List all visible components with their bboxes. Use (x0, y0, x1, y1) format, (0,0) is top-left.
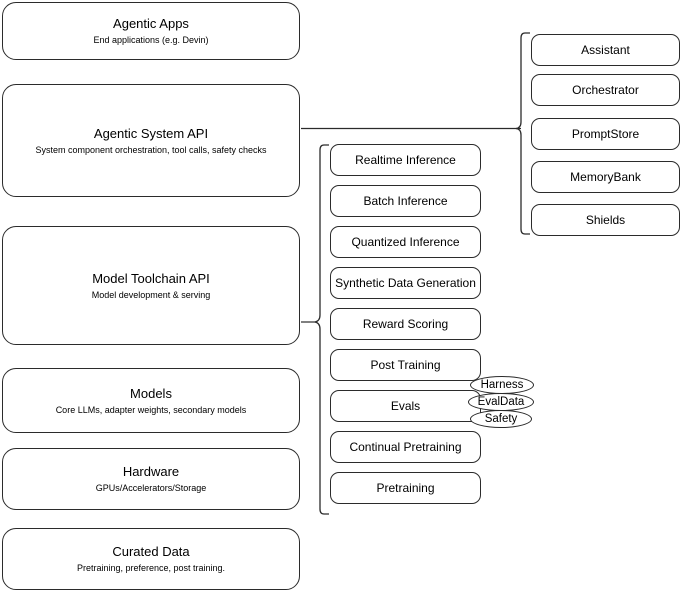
chip-label: Evals (390, 398, 421, 413)
chip-label: Pretraining (376, 480, 435, 495)
evals-badge-harness[interactable]: Harness (470, 376, 534, 394)
chip-label: Assistant (581, 42, 630, 57)
toolchain-chip-quantized-inference[interactable]: Quantized Inference (330, 226, 481, 258)
chip-label: Batch Inference (363, 193, 448, 208)
system-component-chip-shields[interactable]: Shields (531, 204, 680, 236)
layer-title: Model Toolchain API (92, 270, 210, 286)
system-component-chip-assistant[interactable]: Assistant (531, 34, 680, 66)
chip-label: Shields (585, 212, 626, 227)
layer-title: Curated Data (112, 544, 190, 559)
layer-box-hardware[interactable]: Hardware GPUs/Accelerators/Storage (2, 448, 300, 510)
toolchain-chip-evals[interactable]: Evals (330, 390, 481, 422)
chip-label: PromptStore (571, 126, 640, 141)
evals-badge-evaldata[interactable]: EvalData (468, 393, 534, 411)
chip-label: Reward Scoring (362, 316, 449, 331)
layer-box-agentic-apps[interactable]: Agentic Apps End applications (e.g. Devi… (2, 2, 300, 60)
system-component-chip-promptstore[interactable]: PromptStore (531, 118, 680, 150)
system-component-chip-memorybank[interactable]: MemoryBank (531, 161, 680, 193)
badge-label: Safety (484, 413, 518, 425)
layer-box-model-toolchain-api[interactable]: Model Toolchain API Model development & … (2, 226, 300, 345)
layer-subtitle: End applications (e.g. Devin) (93, 35, 209, 45)
system-component-chip-orchestrator[interactable]: Orchestrator (531, 74, 680, 106)
layer-subtitle: System component orchestration, tool cal… (35, 144, 267, 155)
layer-title: Agentic System API (93, 125, 209, 141)
badge-label: EvalData (477, 396, 525, 408)
layer-subtitle: Core LLMs, adapter weights, secondary mo… (55, 404, 247, 415)
layer-subtitle: Pretraining, preference, post training. (76, 563, 226, 573)
toolchain-chip-realtime-inference[interactable]: Realtime Inference (330, 144, 481, 176)
layer-title: Models (130, 385, 172, 401)
chip-label: Synthetic Data Generation (335, 275, 476, 290)
layer-subtitle: Model development & serving (91, 289, 211, 300)
layer-box-models[interactable]: Models Core LLMs, adapter weights, secon… (2, 368, 300, 433)
toolchain-chip-pretraining[interactable]: Pretraining (330, 472, 481, 504)
chip-label: Continual Pretraining (349, 439, 462, 454)
evals-badge-safety[interactable]: Safety (470, 410, 532, 428)
badge-label: Harness (480, 379, 524, 391)
layer-subtitle: GPUs/Accelerators/Storage (95, 483, 207, 493)
chip-label: Post Training (370, 357, 441, 372)
chip-label: Quantized Inference (351, 234, 460, 249)
toolchain-chip-synthetic-data-generation[interactable]: Synthetic Data Generation (330, 267, 481, 299)
toolchain-chip-post-training[interactable]: Post Training (330, 349, 481, 381)
chip-label: Orchestrator (572, 82, 639, 97)
chip-label: Realtime Inference (355, 152, 456, 167)
layer-title: Agentic Apps (113, 16, 189, 31)
chip-label: MemoryBank (570, 169, 641, 184)
layer-box-agentic-system-api[interactable]: Agentic System API System component orch… (2, 84, 300, 197)
layer-title: Hardware (122, 464, 180, 479)
layer-box-curated-data[interactable]: Curated Data Pretraining, preference, po… (2, 528, 300, 590)
toolchain-chip-continual-pretraining[interactable]: Continual Pretraining (330, 431, 481, 463)
toolchain-chip-reward-scoring[interactable]: Reward Scoring (330, 308, 481, 340)
toolchain-chip-batch-inference[interactable]: Batch Inference (330, 185, 481, 217)
